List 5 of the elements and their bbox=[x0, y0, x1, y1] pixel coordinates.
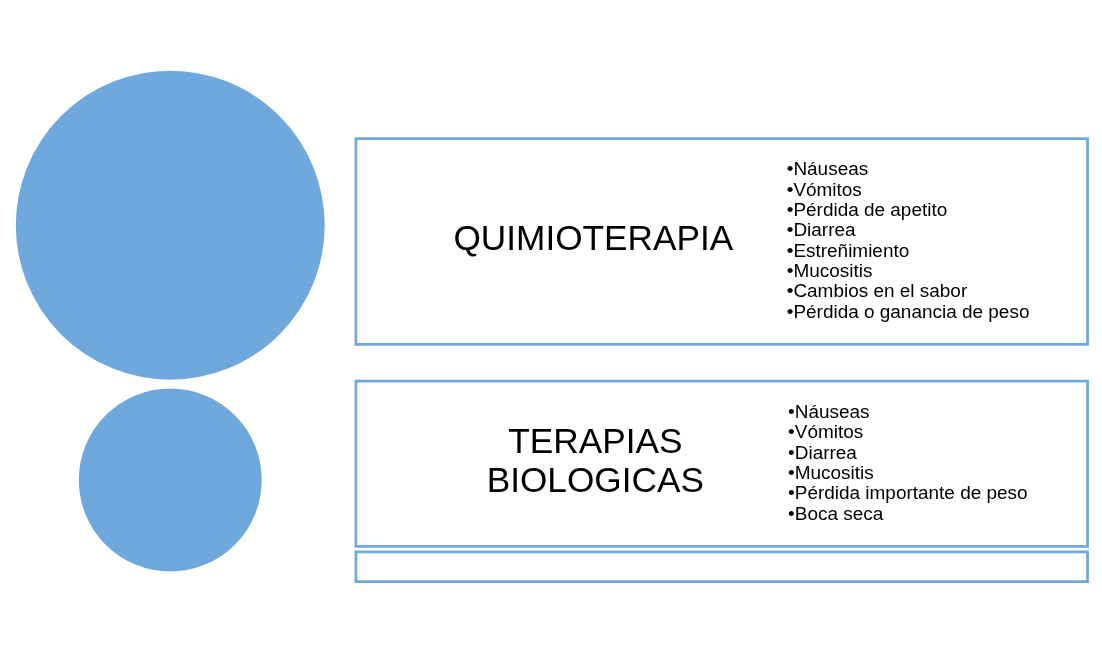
node-circle bbox=[76, 385, 265, 574]
node-box: TERAPIAS BIOLOGICAS •Náuseas •Vómitos •Diarrea •Mucositis •Pérdida importante de peso •Boca seca bbox=[354, 379, 1089, 548]
node-box: QUIMIOTERAPIA •Náuseas •Vómitos •Pérdida de apetito •Diarrea •Estreñimiento •Mucositis •Cambios en el sabor •Pérdida o ganancia de peso bbox=[354, 136, 1089, 346]
node-circle bbox=[13, 67, 328, 382]
node-box bbox=[354, 549, 1089, 583]
